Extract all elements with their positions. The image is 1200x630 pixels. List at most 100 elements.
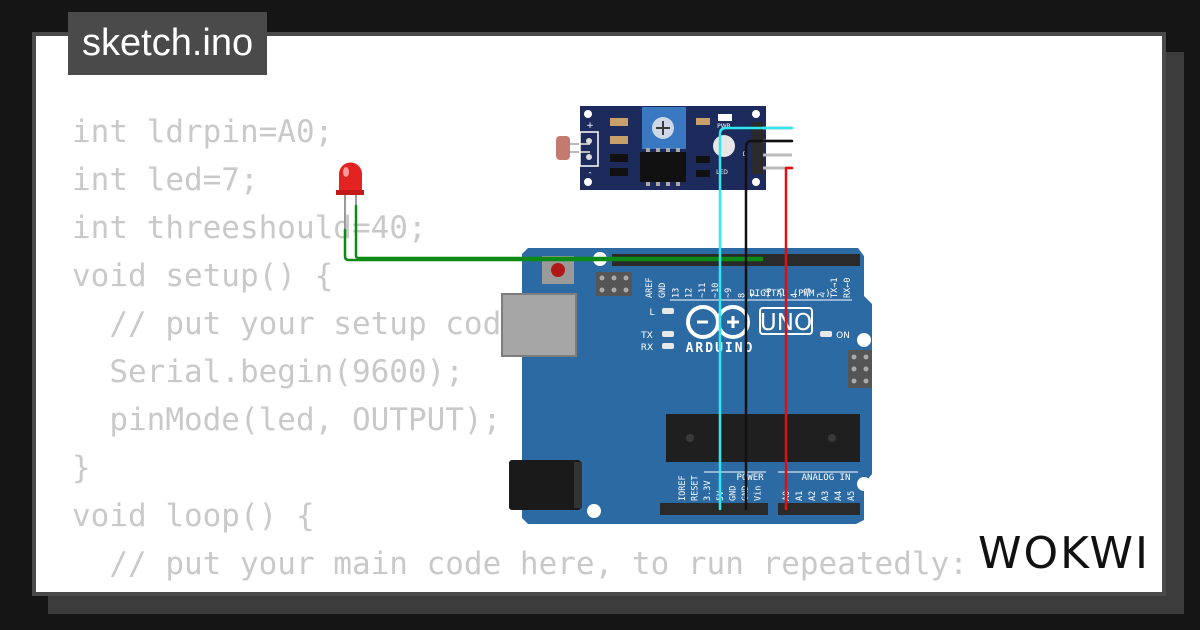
analog-header (778, 503, 860, 515)
on-led (820, 331, 832, 337)
module-hole (584, 110, 592, 118)
pin-label: Vin (754, 486, 764, 501)
code-line: // put your main code here, to run repea… (72, 546, 968, 582)
arduino-logo (686, 305, 750, 339)
atmega-chip (666, 414, 860, 462)
pin-label: A2 (808, 491, 818, 501)
l-led (662, 308, 674, 314)
pin-label: A1 (795, 491, 805, 501)
pin-label: 8 (737, 293, 747, 298)
wokwi-logo-text: WOKWI (978, 528, 1150, 576)
comparator-chip (640, 152, 686, 182)
pin-label: TX→1 (830, 278, 840, 298)
led-label: LED (716, 169, 728, 176)
mounting-hole (587, 504, 601, 518)
module-hole (752, 110, 760, 118)
pwr-label: PWR (717, 123, 731, 130)
wires (343, 126, 794, 511)
pin-label: ~3 (803, 288, 813, 298)
wire-led-anode-pin7[interactable] (354, 204, 764, 260)
red-led[interactable] (336, 162, 364, 257)
usb-port (501, 293, 577, 357)
pin-label: ~10 (711, 283, 721, 298)
reset-button-cap (551, 263, 565, 277)
power-header-label: POWER (736, 473, 764, 483)
mounting-hole (857, 333, 871, 347)
pin-label: 4 (790, 293, 800, 298)
pin-label: ~9 (724, 288, 734, 298)
pwr-led (718, 114, 732, 121)
power-jack-edge (574, 462, 582, 508)
l-led-label: L (649, 308, 654, 318)
pin-label: RX←0 (843, 278, 853, 298)
file-tab[interactable]: sketch.ino (68, 12, 268, 75)
smd-component (696, 170, 710, 177)
pin-label: ~5 (777, 288, 787, 298)
pin-label: 12 (685, 288, 695, 298)
pin-label: AREF (645, 278, 655, 298)
photoresistor (556, 136, 570, 160)
module-pin-header (751, 122, 763, 174)
wire-ao-a0[interactable] (784, 166, 794, 511)
ldr-sensor-module[interactable]: + - PWR LED D (556, 106, 792, 190)
wire-gnd[interactable] (744, 139, 794, 511)
code-line: void loop() { (72, 498, 315, 534)
module-hole (752, 178, 760, 186)
wire-led-cathode-gnd[interactable] (343, 228, 764, 262)
tx-led-label: TX (640, 331, 653, 341)
pin-label: A5 (847, 491, 857, 501)
chip-pins (646, 148, 680, 186)
pin-label: 13 (671, 288, 681, 298)
tx-led (662, 331, 674, 337)
code-line: void setup() { (72, 258, 334, 294)
smd-resistor (696, 118, 710, 125)
signal-led (713, 135, 735, 157)
module-hole (584, 178, 592, 186)
code-line: } (72, 450, 91, 486)
rx-led (662, 343, 674, 349)
pin-label: GND (658, 283, 668, 298)
led-highlight (343, 167, 349, 177)
power-jack (509, 460, 581, 510)
smd-resistor (610, 118, 628, 126)
plus-label: + (586, 121, 594, 131)
pin-label: RESET (691, 475, 701, 501)
pin-label: ~6 (764, 288, 774, 298)
smd-component (610, 154, 628, 162)
code-line: Serial.begin(9600); (72, 354, 464, 390)
analog-header-label: ANALOG IN (802, 473, 851, 483)
smd-resistor (610, 136, 628, 144)
code-line: int led=7; (72, 162, 259, 198)
pin-label: 3.3V (703, 481, 713, 501)
digital-header-label: DIGITAL (PWM ~) (749, 289, 830, 299)
code-line: pinMode(led, OUTPUT); (72, 402, 502, 438)
pin-label: GND (728, 486, 738, 501)
wire-vcc-5v[interactable] (718, 126, 794, 511)
pin-label: ~11 (698, 283, 708, 298)
rx-led-label: RX (641, 343, 653, 353)
led-rim (336, 190, 364, 195)
icsp-header-right (848, 350, 872, 388)
code-editor: int ldrpin=A0; int led=7; int threeshould=… (72, 108, 968, 592)
icsp-header (596, 272, 632, 296)
ldr-pad (586, 154, 592, 160)
on-led-label: ON (836, 331, 850, 341)
smd-component (696, 156, 710, 163)
minus-label: - (588, 168, 591, 178)
chip-dot (828, 434, 836, 442)
ldr-socket (579, 131, 599, 167)
pin-label: 2 (817, 293, 827, 298)
chip-notch (686, 434, 694, 442)
ldr-pad (586, 138, 592, 144)
code-line: int threeshould=40; (72, 210, 427, 246)
mounting-hole (857, 477, 871, 491)
pin-label: A3 (821, 491, 831, 501)
wokwi-logo: WOKWI (978, 528, 1150, 576)
pin-label: IOREF (678, 475, 688, 501)
pin-label: A4 (834, 491, 844, 501)
led-body (339, 162, 362, 192)
code-line: int ldrpin=A0; (72, 114, 334, 150)
